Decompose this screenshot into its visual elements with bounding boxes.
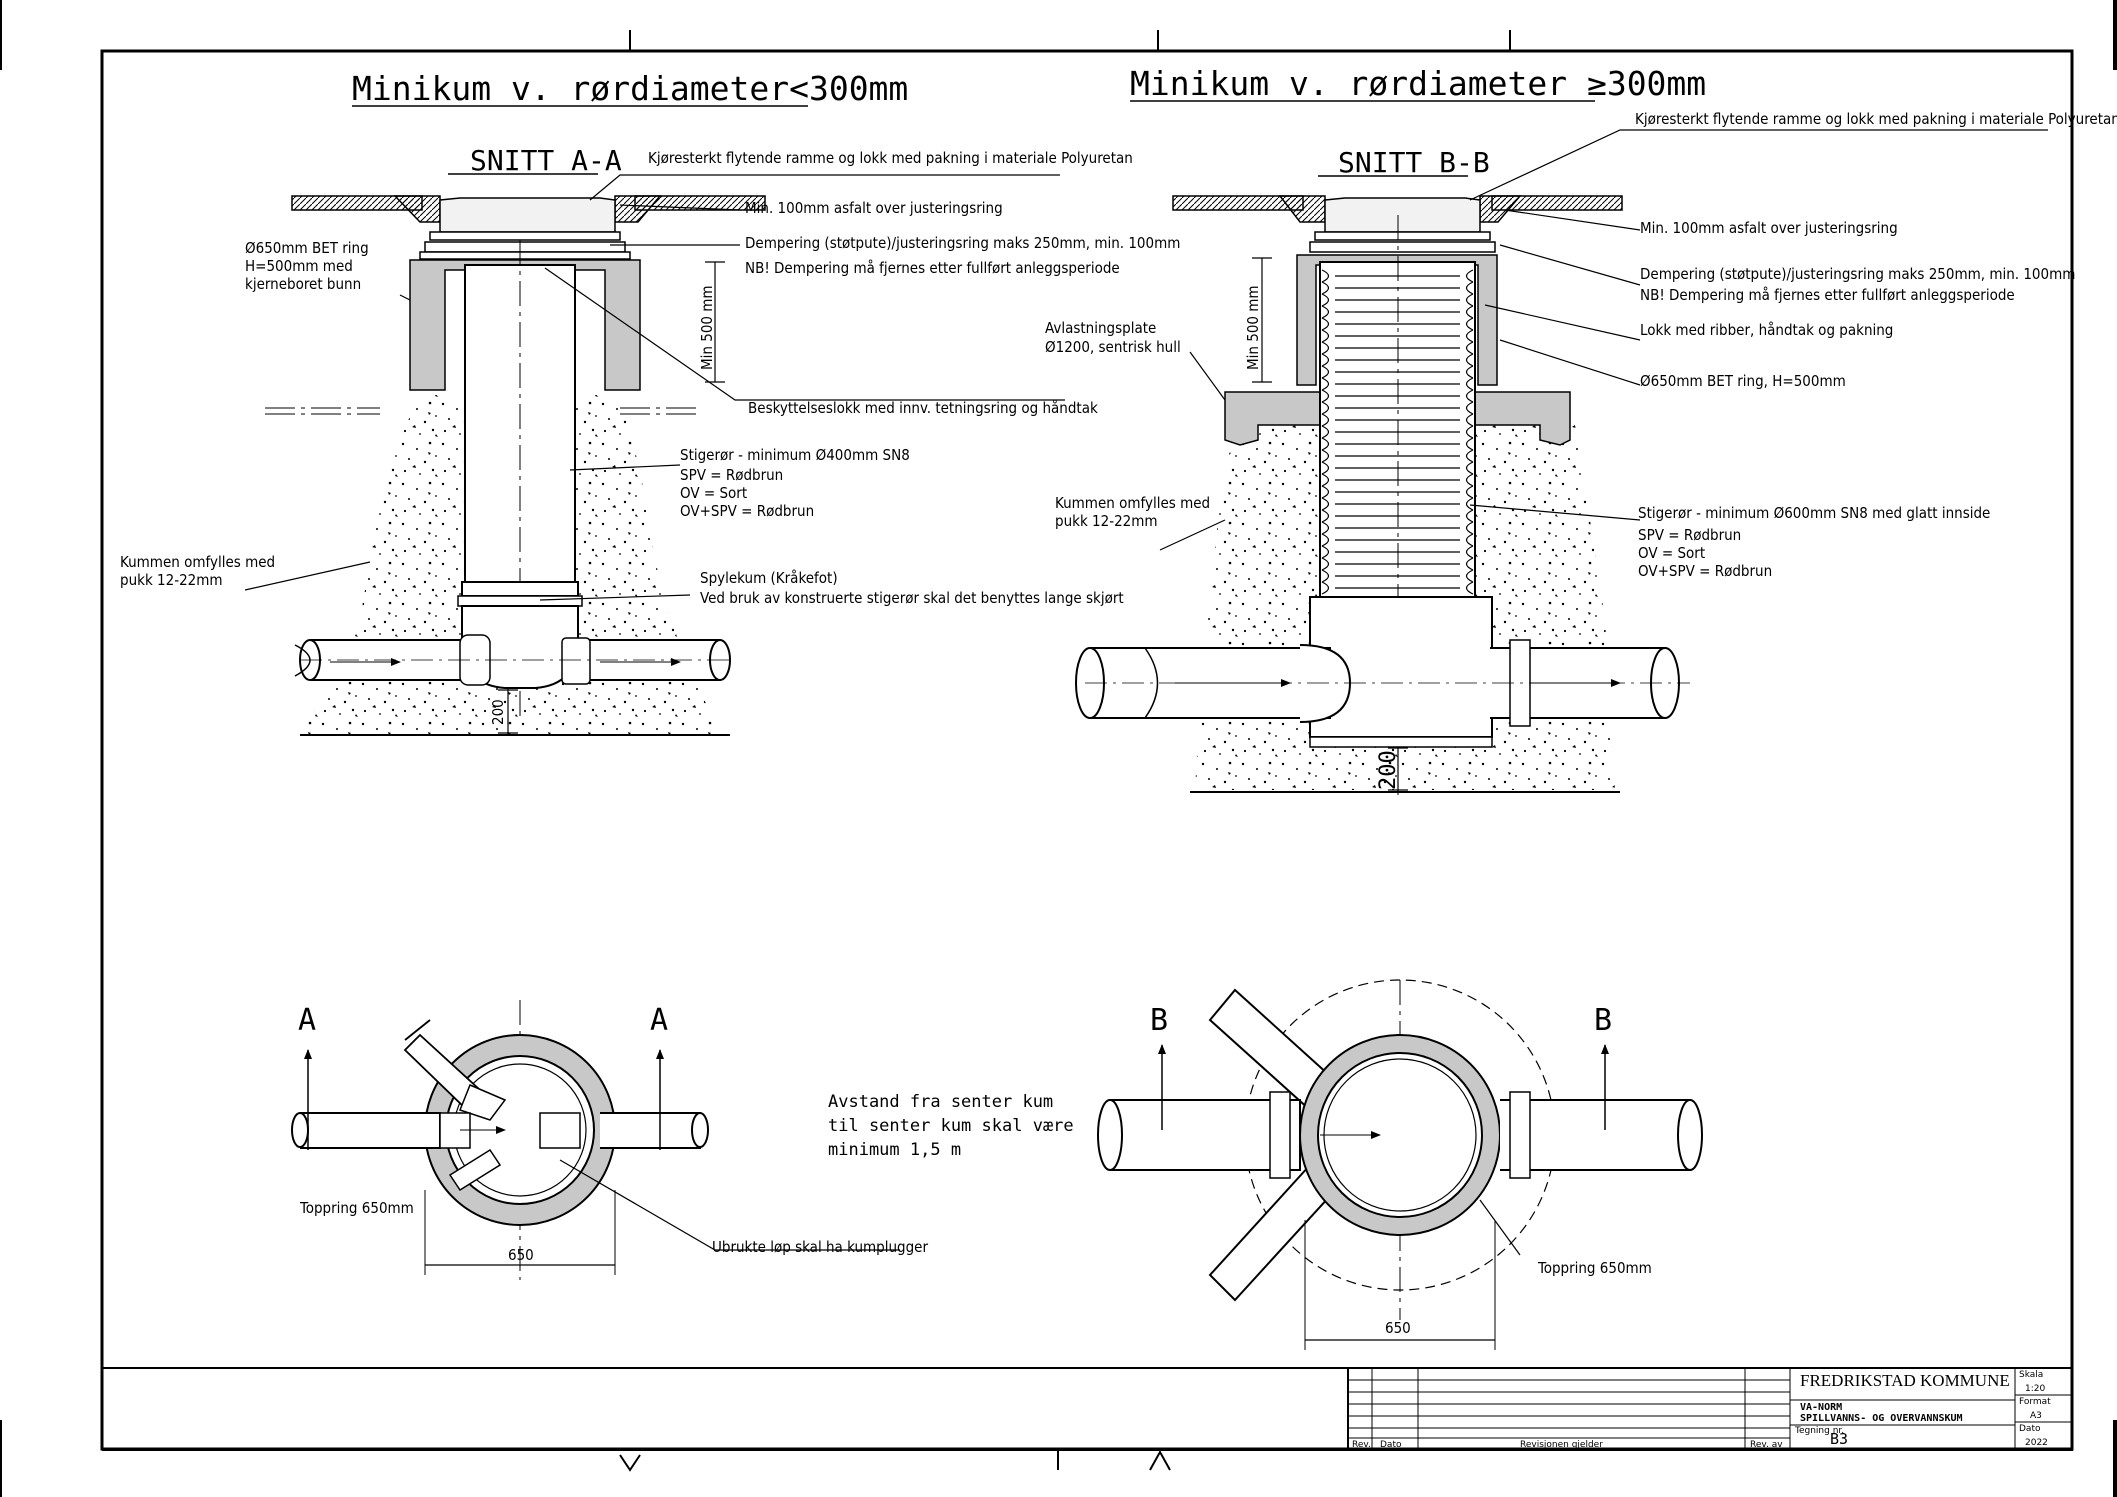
left-label-ring-2: H=500mm med (245, 257, 353, 275)
left-label-protect-lid: Beskyttelseslokk med innv. tetningsring … (748, 399, 1098, 417)
rev-header: Rev. (1352, 1440, 1371, 1450)
plan-b-dim-650: 650 (1385, 1319, 1411, 1337)
right-section-title: SNITT B-B (1338, 146, 1490, 179)
right-label-ring: Ø650mm BET ring, H=500mm (1640, 372, 1846, 390)
left-label-damping-note: NB! Dempering må fjernes etter fullført … (745, 259, 1120, 277)
left-label-ring-1: Ø650mm BET ring (245, 239, 369, 257)
right-label-min500: Min 500 mm (1244, 285, 1262, 370)
section-b-b (1075, 129, 2048, 795)
corrugation-rib (1321, 533, 1474, 547)
plan-a-unused-outlets: Ubrukte løp skal ha kumplugger (712, 1238, 928, 1256)
left-label-damping: Dempering (støtpute)/justeringsring maks… (745, 234, 1180, 252)
mark-a-left: A (298, 1003, 316, 1038)
left-label-fill-2: pukk 12-22mm (120, 571, 223, 589)
scale-label: Skala (2019, 1370, 2043, 1380)
section-a-a (244, 174, 1065, 736)
right-label-ovspv: OV+SPV = Rødbrun (1638, 562, 1772, 580)
left-label-ring-3: kjerneboret bunn (245, 275, 361, 293)
distance-note-1: Avstand fra senter kum (828, 1092, 1053, 1112)
org-name: FREDRIKSTAD KOMMUNE (1800, 1371, 2010, 1390)
format-label: Format (2019, 1397, 2051, 1407)
year-label: Dato (2019, 1424, 2041, 1434)
drawing-number-label: Tegning nr. (1794, 1426, 1844, 1436)
mark-b-right: B (1594, 1003, 1612, 1038)
right-dim-200: 200 (1376, 750, 1401, 790)
left-label-flush-note: Ved bruk av konstruerte stigerør skal de… (700, 589, 1124, 607)
right-label-plate-2: Ø1200, sentrisk hull (1045, 338, 1181, 356)
scale-value: 1:20 (2025, 1384, 2045, 1394)
left-label-ovspv: OV+SPV = Rødbrun (680, 502, 814, 520)
left-label-fill-1: Kummen omfylles med (120, 553, 275, 571)
corrugation-rib (1321, 317, 1474, 331)
right-label-damping-note: NB! Dempering må fjernes etter fullført … (1640, 286, 2015, 304)
right-label-lid: Lokk med ribber, håndtak og pakning (1640, 321, 1893, 339)
left-section-title: SNITT A-A (470, 144, 622, 177)
mark-a-right: A (650, 1003, 668, 1038)
corrugation-rib (1321, 329, 1474, 343)
corrugation-rib (1321, 401, 1474, 415)
corrugation-rib (1321, 449, 1474, 463)
corrugation-rib (1321, 521, 1474, 535)
left-label-riser: Stigerør - minimum Ø400mm SN8 (680, 446, 910, 464)
left-title: Minikum v. rørdiameter<300mm (352, 69, 908, 108)
revision-header: Revisjonen gjelder (1520, 1440, 1603, 1450)
title-block-frame (102, 1367, 2073, 1451)
rev-by-header: Rev. av (1750, 1440, 1783, 1450)
distance-note-2: til senter kum skal være (828, 1116, 1074, 1136)
right-label-plate-1: Avlastningsplate (1045, 319, 1156, 337)
left-label-flush: Spylekum (Kråkefot) (700, 569, 838, 587)
left-label-spv: SPV = Rødbrun (680, 466, 783, 484)
drawing-name: SPILLVANNS- OG OVERVANNSKUM (1800, 1413, 1963, 1424)
plan-b-topring: Toppring 650mm (1537, 1259, 1652, 1277)
left-label-min500: Min 500 mm (698, 285, 716, 370)
distance-note-3: minimum 1,5 m (828, 1140, 961, 1160)
right-label-fill-1: Kummen omfylles med (1055, 494, 1210, 512)
mark-b-left: B (1150, 1003, 1168, 1038)
plan-view-a (291, 1000, 900, 1280)
date-header: Dato (1380, 1440, 1402, 1450)
right-label-riser: Stigerør - minimum Ø600mm SN8 med glatt … (1638, 504, 1990, 522)
format-value: A3 (2030, 1411, 2042, 1421)
left-label-cover: Kjøresterkt flytende ramme og lokk med p… (648, 149, 1133, 167)
drawing-number: B3 (1830, 1430, 1848, 1448)
right-label-damping: Dempering (støtpute)/justeringsring maks… (1640, 265, 2075, 283)
right-title: Minikum v. rørdiameter ≥300mm (1130, 64, 1706, 103)
year-value: 2022 (2025, 1438, 2048, 1448)
plan-a-dim-650: 650 (508, 1246, 534, 1264)
right-label-asphalt: Min. 100mm asfalt over justeringsring (1640, 219, 1898, 237)
standard-name: VA-NORM (1800, 1402, 1842, 1413)
right-label-ov: OV = Sort (1638, 544, 1705, 562)
left-label-asphalt: Min. 100mm asfalt over justeringsring (745, 199, 1003, 217)
left-dim-200: 200 (489, 699, 507, 725)
right-label-cover: Kjøresterkt flytende ramme og lokk med p… (1635, 110, 2117, 128)
plan-view-b (1097, 979, 1703, 1350)
right-label-fill-2: pukk 12-22mm (1055, 512, 1158, 530)
right-label-spv: SPV = Rødbrun (1638, 526, 1741, 544)
plan-a-topring: Toppring 650mm (299, 1199, 414, 1217)
left-label-ov: OV = Sort (680, 484, 747, 502)
